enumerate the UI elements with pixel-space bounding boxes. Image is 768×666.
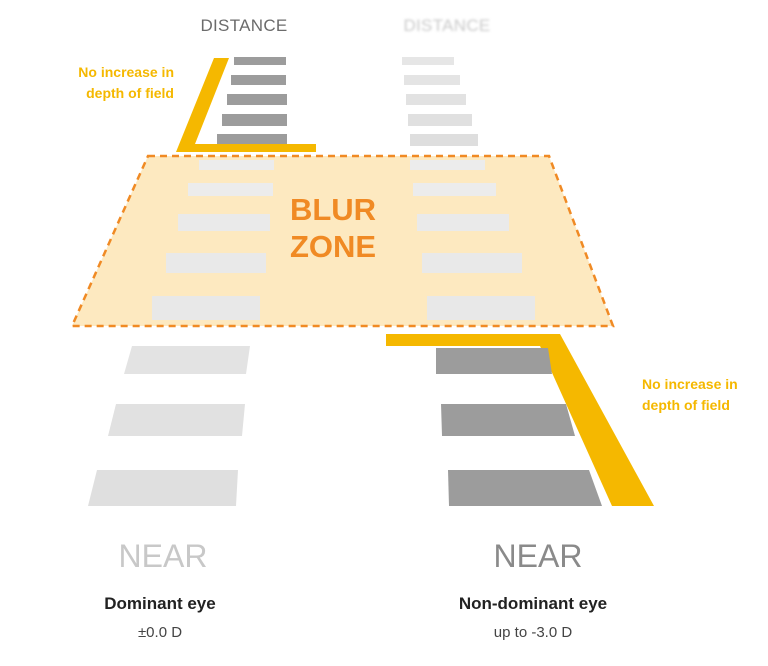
right-blur-bar <box>410 160 485 170</box>
left-near-bar <box>124 346 250 374</box>
right-track-bar <box>410 134 478 146</box>
right-near-bar <box>436 348 552 374</box>
right-blur-bar <box>413 183 496 196</box>
depth-of-field-note-right: No increase in depth of field <box>642 376 738 413</box>
blur-zone <box>70 154 615 328</box>
right-track-bar <box>406 94 466 105</box>
left-track-bar <box>222 114 287 126</box>
left-blur-bar <box>188 183 273 196</box>
left-track-bar <box>234 57 286 65</box>
depth-of-field-note-left: No increase in depth of field <box>78 64 174 101</box>
left-blur-bar <box>199 160 274 170</box>
blur-zone-title-line1: BLUR <box>289 192 377 227</box>
right-blur-bar <box>422 253 522 273</box>
left-depth-bracket <box>176 58 316 152</box>
right-track-distance <box>402 57 478 146</box>
near-label-right: NEAR <box>493 538 583 574</box>
right-depth-bracket <box>386 334 654 506</box>
left-track-bar <box>217 134 287 146</box>
blur-zone-title-line2: ZONE <box>289 229 377 264</box>
right-track-bar <box>408 114 472 126</box>
left-blur-bar <box>166 253 266 273</box>
right-track-bar <box>404 75 460 85</box>
non-dominant-eye-label: Non-dominant eye <box>458 594 608 613</box>
right-track-near <box>436 348 602 506</box>
near-label-left: NEAR <box>118 538 208 574</box>
left-near-bar <box>108 404 245 436</box>
dominant-eye-power: ±0.0 D <box>137 624 183 641</box>
left-track-near <box>88 346 250 506</box>
blur-zone-bars <box>152 160 535 320</box>
non-dominant-eye-power: up to -3.0 D <box>493 624 573 641</box>
left-track-bar <box>227 94 287 105</box>
left-track-bar <box>231 75 286 85</box>
right-track-bar <box>402 57 454 65</box>
left-blur-bar <box>178 214 270 231</box>
distance-label-right: DISTANCE <box>403 16 491 35</box>
left-blur-bar <box>152 296 260 320</box>
right-blur-bar <box>417 214 509 231</box>
right-near-bar <box>448 470 602 506</box>
left-near-bar <box>88 470 238 506</box>
dominant-eye-label: Dominant eye <box>104 594 216 613</box>
right-near-bar <box>441 404 575 436</box>
right-blur-bar <box>427 296 535 320</box>
distance-label-left: DISTANCE <box>200 16 288 35</box>
left-track-distance <box>217 57 287 146</box>
